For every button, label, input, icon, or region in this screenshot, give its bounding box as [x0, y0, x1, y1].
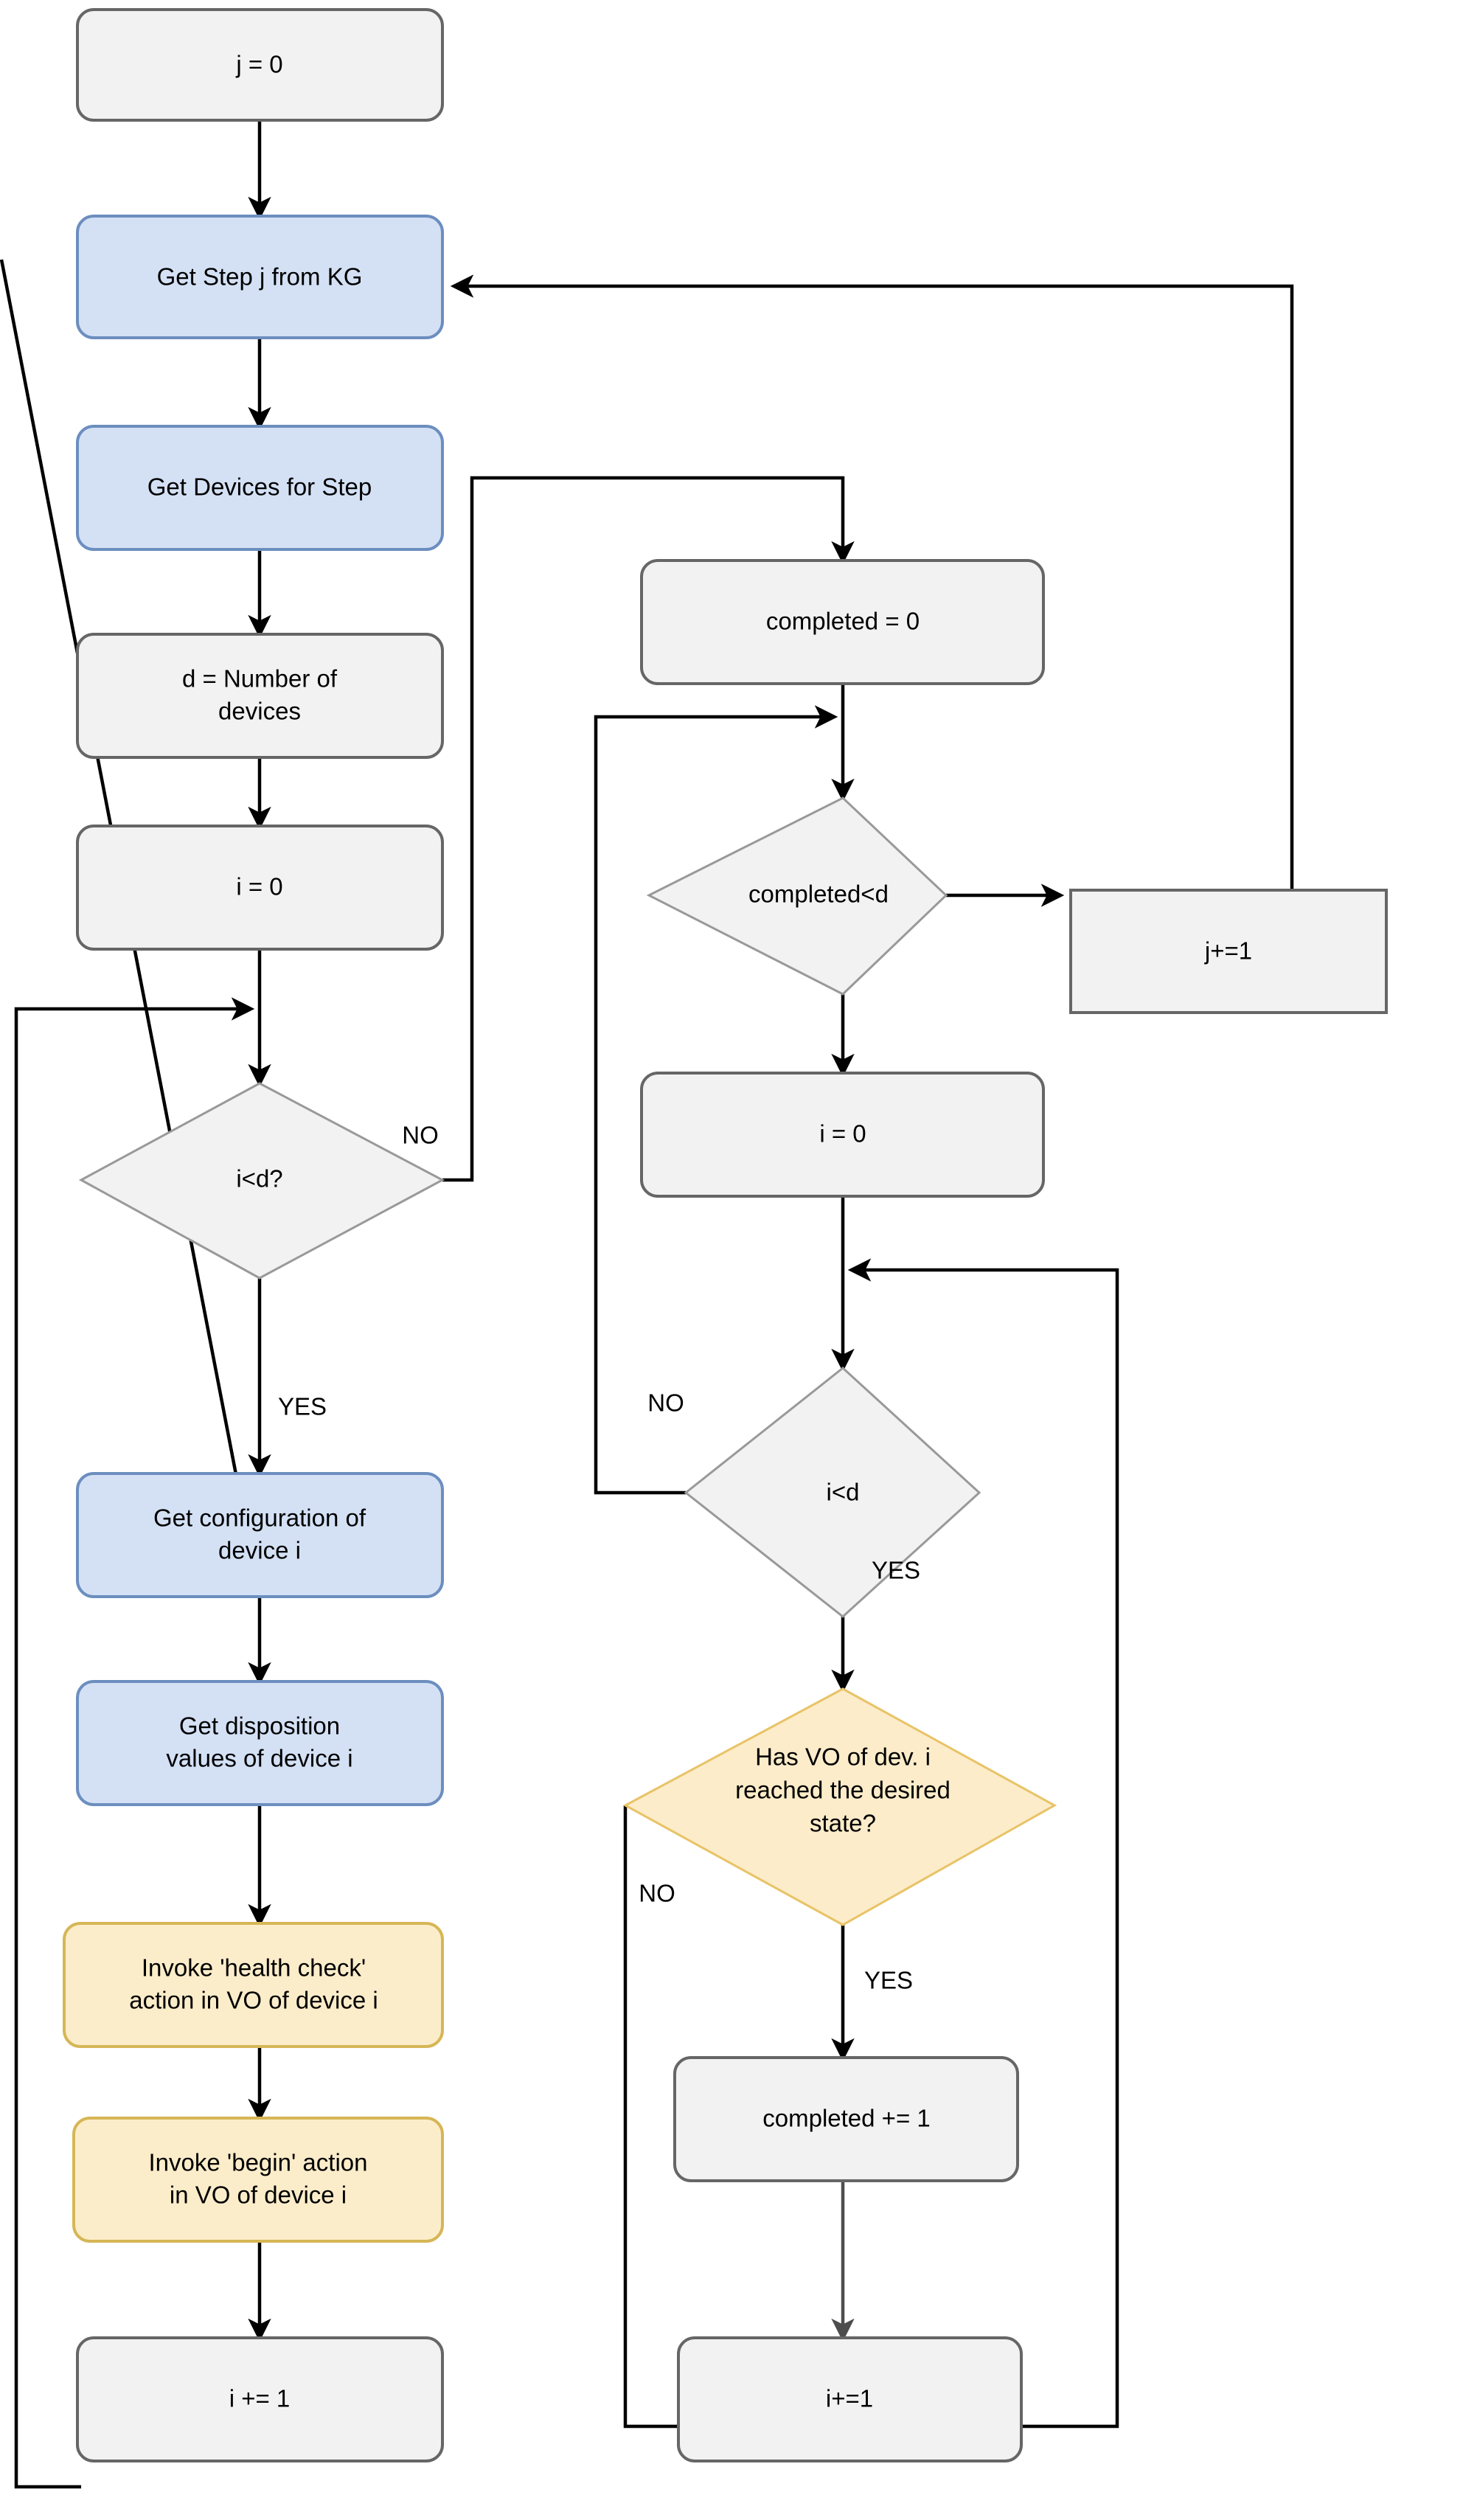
node-i-init-right[interactable]: i = 0: [640, 1072, 1045, 1198]
node-invoke-health-label-line2: action in VO of device i: [129, 1987, 378, 2014]
node-vo-state-label-line3: state?: [810, 1810, 876, 1837]
node-i-incr-right[interactable]: i+=1: [677, 2336, 1023, 2462]
node-i-init-left[interactable]: i = 0: [76, 825, 444, 951]
edge-label-i-lt-d-q-no: NO: [402, 1122, 439, 1149]
edge-j-incr-loopback: [450, 274, 1294, 890]
node-d-count-label-line2: devices: [218, 698, 301, 725]
edge-label-i-lt-d-yes: YES: [872, 1557, 920, 1584]
node-i-lt-d-label: i<d: [827, 1479, 860, 1506]
node-invoke-begin-label-line1: Invoke 'begin' action: [149, 2149, 368, 2176]
node-i-init-right-label: i = 0: [819, 1120, 866, 1148]
node-vo-state-label-line1: Has VO of dev. i: [755, 1743, 931, 1771]
edge-label-i-lt-d-no: NO: [647, 1389, 684, 1417]
node-i-lt-d-q-label: i<d?: [236, 1165, 282, 1193]
node-vo-state[interactable]: Has VO of dev. i reached the desired sta…: [622, 1687, 1057, 1926]
node-j-incr[interactable]: j+=1: [1069, 889, 1388, 1014]
node-completed-init[interactable]: completed = 0: [640, 559, 1045, 685]
edge-i-incr-right-loopback: [847, 1258, 1119, 2429]
node-i-lt-d[interactable]: i<d: [684, 1367, 981, 1618]
node-vo-state-label-line2: reached the desired: [735, 1777, 951, 1804]
node-completed-lt-d-label: completed<d: [748, 881, 889, 908]
node-completed-init-label: completed = 0: [766, 608, 920, 635]
edge-label-vo-state-yes: YES: [864, 1967, 913, 1994]
node-j-incr-label: j+=1: [1204, 937, 1252, 965]
node-j-init[interactable]: j = 0: [76, 8, 444, 122]
edge-i-lt-d-q-no: [442, 476, 855, 1182]
node-get-devices[interactable]: Get Devices for Step: [76, 425, 444, 551]
node-invoke-health[interactable]: Invoke 'health check' action in VO of de…: [63, 1922, 444, 2048]
edge-i-incr-loopback: [14, 997, 255, 2489]
node-i-incr-left-label: i += 1: [229, 2385, 291, 2412]
node-d-count[interactable]: d = Number of devices: [76, 633, 444, 759]
node-completed-lt-d[interactable]: completed<d: [646, 796, 948, 996]
node-d-count-label-line1: d = Number of: [182, 665, 338, 693]
node-get-step-label: Get Step j from KG: [157, 263, 363, 291]
node-get-disposition[interactable]: Get disposition values of device i: [76, 1680, 444, 1806]
node-get-disposition-label-line1: Get disposition: [179, 1712, 340, 1740]
edge-label-i-lt-d-q-yes: YES: [278, 1393, 327, 1420]
edge-i-lt-d-no: [594, 705, 838, 1495]
node-i-init-left-label: i = 0: [236, 873, 282, 900]
node-completed-incr-label: completed += 1: [762, 2105, 931, 2132]
node-invoke-begin-label-line2: in VO of device i: [170, 2181, 347, 2209]
edge-label-vo-state-no: NO: [639, 1880, 675, 1907]
node-i-incr-left[interactable]: i += 1: [76, 2336, 444, 2462]
node-get-step[interactable]: Get Step j from KG: [76, 215, 444, 339]
node-get-disposition-label-line2: values of device i: [166, 1745, 352, 1772]
node-get-config-label-line1: Get configuration of: [153, 1504, 366, 1532]
node-i-incr-right-label: i+=1: [826, 2385, 873, 2412]
node-j-init-label: j = 0: [235, 51, 282, 78]
node-completed-incr[interactable]: completed += 1: [673, 2056, 1019, 2182]
node-get-devices-label: Get Devices for Step: [147, 473, 372, 501]
node-invoke-begin[interactable]: Invoke 'begin' action in VO of device i: [72, 2117, 444, 2243]
node-invoke-health-label-line1: Invoke 'health check': [142, 1954, 366, 1982]
node-get-config[interactable]: Get configuration of device i: [76, 1472, 444, 1598]
node-get-config-label-line2: device i: [218, 1537, 301, 1564]
node-i-lt-d-q[interactable]: i<d?: [78, 1082, 445, 1280]
